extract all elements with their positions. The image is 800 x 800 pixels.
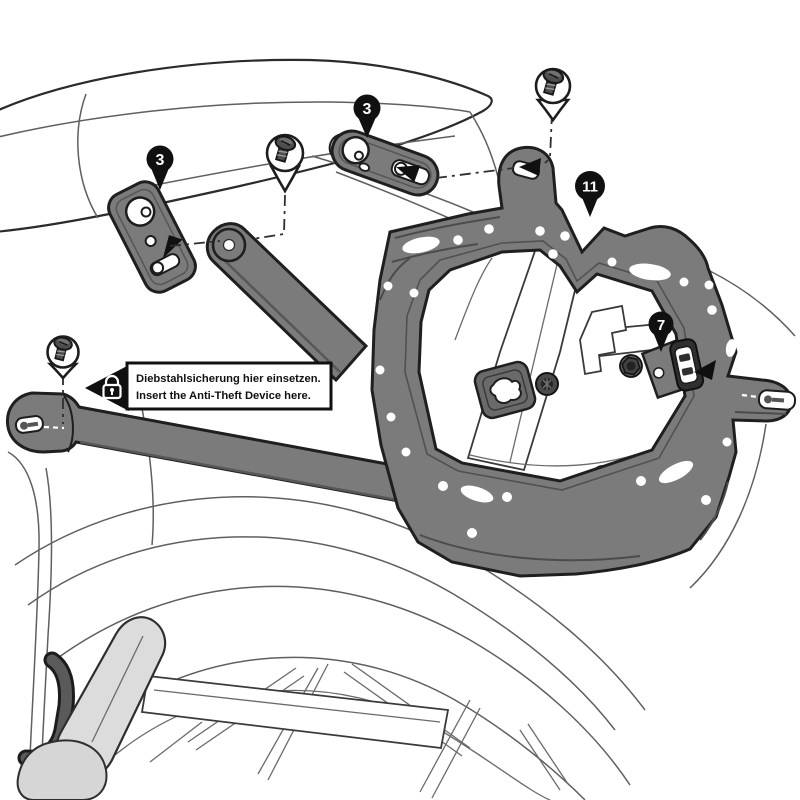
carrier-arm-middle: [205, 222, 369, 383]
rear-wheel: [54, 585, 631, 800]
insert-arrow: [694, 360, 716, 380]
frame-tube: [7, 451, 40, 800]
callout-11: 11: [575, 171, 605, 217]
torx-screw: [535, 372, 559, 396]
insert-arrow: [519, 158, 541, 176]
anti-theft-bracket: [640, 338, 705, 400]
plate-slots: [402, 236, 737, 503]
adapter-plate-left: [107, 180, 197, 294]
note-line-1: Diebstahlsicherung hier einsetzen.: [136, 373, 321, 385]
screw-balloon: [534, 66, 572, 123]
stepped-tab: [579, 304, 628, 376]
insert-arrow: [396, 165, 421, 183]
construction-lines: [62, 112, 553, 424]
swingarm: [140, 675, 450, 749]
plate-holes: [375, 224, 732, 538]
flange-nut: [619, 354, 643, 378]
fender-band: [466, 247, 586, 472]
callout-3-left: 3: [146, 145, 174, 190]
screw-balloon: [46, 334, 80, 380]
callout-label: 3: [363, 101, 372, 118]
tail-shell: [0, 58, 493, 233]
side-carrier-plate: [370, 145, 797, 578]
callout-label: 3: [156, 152, 165, 169]
carrier-arm-lower: [5, 391, 454, 512]
arm-mount-hole: [222, 238, 236, 252]
note-box: [125, 361, 333, 411]
callout-7: 7: [648, 311, 674, 352]
note-arrow: [85, 365, 129, 411]
adapter-arm-top: [328, 129, 440, 197]
anti-theft-keyhole: [14, 415, 44, 434]
padlock-icon: [102, 374, 122, 400]
footpeg-bracket: [16, 739, 108, 800]
seat-edge: [77, 93, 99, 219]
note-line-2: Insert the Anti-Theft Device here.: [136, 390, 311, 402]
anti-theft-note: Diebstahlsicherung hier einsetzen. Inser…: [85, 361, 333, 411]
tail-seam: [0, 101, 471, 138]
callout-3-top: 3: [353, 94, 381, 138]
callout-label: 7: [657, 317, 665, 334]
screw-balloon: [265, 133, 305, 194]
left-lower-parts: [7, 451, 167, 800]
right-arm-keyhole: [757, 389, 797, 411]
callout-label: 11: [582, 179, 598, 196]
tail-bodywork: [0, 58, 493, 233]
rubber-grommet-pad: [473, 360, 537, 420]
bracket-hole: [124, 196, 156, 227]
insert-arrow: [162, 235, 183, 259]
